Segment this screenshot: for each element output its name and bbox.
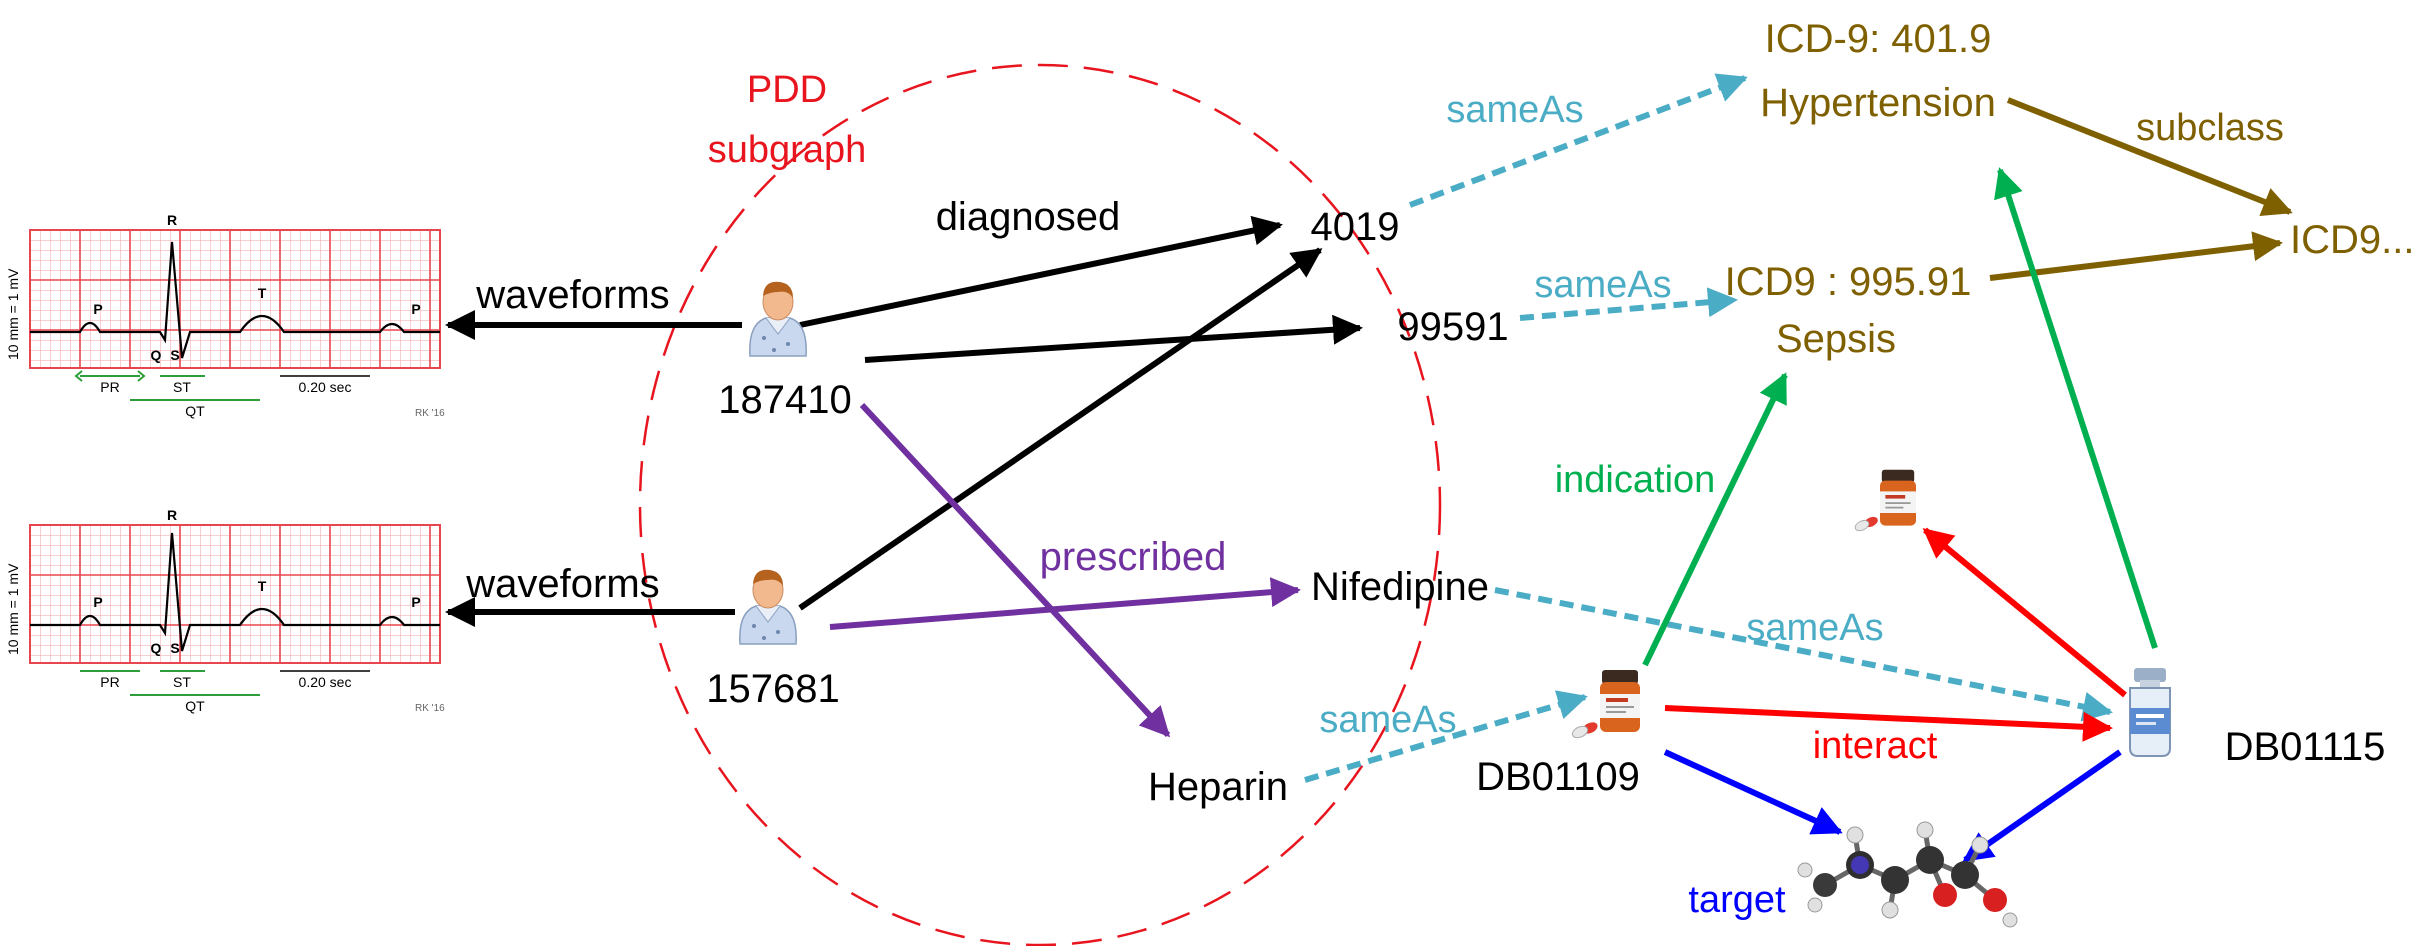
ecg-peak-s: S: [170, 640, 179, 656]
ecg-peak-t: T: [258, 578, 267, 594]
edge-subclass-sepsis: [1989, 231, 2283, 281]
ecg-peak-q: Q: [151, 640, 162, 656]
edge-label-sameas-99591: sameAs: [1534, 264, 1671, 306]
edge-label-diagnosed: diagnosed: [936, 195, 1121, 239]
edge-interact: [1664, 705, 2113, 742]
edge-sameas-heparin: [1304, 690, 1588, 783]
pdd-title: PDD: [747, 69, 827, 111]
node-code-99591: 99591: [1397, 305, 1508, 349]
patient-icon: [749, 281, 807, 357]
edge-target-db01109: [1663, 749, 1843, 835]
edge-label-waveforms-1: waveforms: [475, 273, 669, 317]
edge-label-indication: indication: [1555, 459, 1716, 501]
edge-label-subclass: subclass: [2136, 107, 2284, 149]
ecg-signature: RK '16: [415, 408, 445, 419]
node-nifedipine: Nifedipine: [1311, 565, 1489, 609]
edge-label-waveforms-2: waveforms: [465, 562, 659, 606]
edge-indication-db01109: [1642, 372, 1788, 667]
ecg-peak-p1: P: [93, 301, 102, 317]
edge-label-interact: interact: [1813, 725, 1938, 767]
edge-target-db01115: [1962, 749, 2122, 863]
edge-sameas-nifedipine: [1494, 587, 2113, 722]
ecg-peak-q: Q: [151, 347, 162, 363]
patient-icon: [739, 569, 797, 645]
ecg-interval-st: ST: [173, 379, 191, 395]
ecg-waveform-bottom: P R Q S T P PR ST QT 0.20 sec RK '16 10 …: [5, 507, 445, 714]
ecg-waveform-top: P R Q S T P PR ST QT 0.20 sec RK '16 10 …: [5, 212, 445, 419]
ecg-y-axis-label: 10 mm = 1 mV: [5, 563, 21, 655]
ecg-interval-st: ST: [173, 674, 191, 690]
pdd-subtitle: subgraph: [708, 129, 866, 171]
node-icd-parent: ICD9...: [2290, 218, 2414, 262]
ecg-interval-pr: PR: [100, 674, 119, 690]
edge-label-prescribed: prescribed: [1040, 535, 1227, 579]
ecg-peak-s: S: [170, 347, 179, 363]
node-drug-db01115: DB01115: [2225, 725, 2386, 769]
ecg-peak-r: R: [167, 507, 177, 523]
ecg-y-axis-label: 10 mm = 1 mV: [5, 268, 21, 360]
edge-diagnosed-99591: [864, 314, 1363, 363]
edge-interact-bottle: [1922, 527, 2127, 698]
ecg-interval-sec: 0.20 sec: [299, 379, 352, 395]
pill-bottle-icon: [1570, 669, 1641, 741]
node-drug-db01109: DB01109: [1476, 755, 1640, 799]
ecg-interval-sec: 0.20 sec: [299, 674, 352, 690]
ecg-interval-qt: QT: [185, 698, 205, 714]
molecule-icon: [1797, 821, 2018, 928]
ecg-peak-p2: P: [411, 594, 420, 610]
edge-indication-db01115: [1994, 167, 2158, 649]
edge-label-sameas-nifedipine: sameAs: [1746, 607, 1883, 649]
edge-diagnosed-4019-p2: [798, 247, 1323, 611]
node-icd-sepsis-name: Sepsis: [1776, 317, 1896, 361]
ecg-peak-p2: P: [411, 301, 420, 317]
node-heparin: Heparin: [1148, 765, 1288, 809]
edge-prescribed-heparin: [859, 402, 1171, 738]
edge-sameas-4019: [1408, 73, 1748, 208]
node-patient-187410: 187410: [718, 378, 851, 422]
node-code-4019: 4019: [1311, 205, 1400, 249]
edge-label-target: target: [1688, 879, 1786, 921]
edge-label-sameas-4019: sameAs: [1446, 89, 1583, 131]
edge-diagnosed-4019: [799, 215, 1283, 328]
edge-label-sameas-heparin: sameAs: [1319, 699, 1456, 741]
node-icd-hypertension-name: Hypertension: [1760, 81, 1996, 125]
ecg-peak-t: T: [258, 285, 267, 301]
node-patient-157681: 157681: [706, 667, 839, 711]
ecg-peak-r: R: [167, 212, 177, 228]
node-icd-hypertension-code: ICD-9: 401.9: [1765, 17, 1992, 61]
pdd-subgraph-boundary: [638, 63, 1442, 946]
medicine-vial-icon: [2129, 668, 2171, 757]
pill-bottle-icon: [1853, 469, 1917, 534]
ecg-interval-pr: PR: [100, 379, 119, 395]
ecg-interval-qt: QT: [185, 403, 205, 419]
ecg-signature: RK '16: [415, 703, 445, 714]
edge-sameas-99591: [1519, 287, 1738, 321]
edge-prescribed-nifedipine: [829, 577, 1301, 630]
edge-subclass-hypertension: [2006, 97, 2293, 216]
node-icd-sepsis-code: ICD9 : 995.91: [1725, 260, 1972, 304]
ecg-peak-p1: P: [93, 594, 102, 610]
